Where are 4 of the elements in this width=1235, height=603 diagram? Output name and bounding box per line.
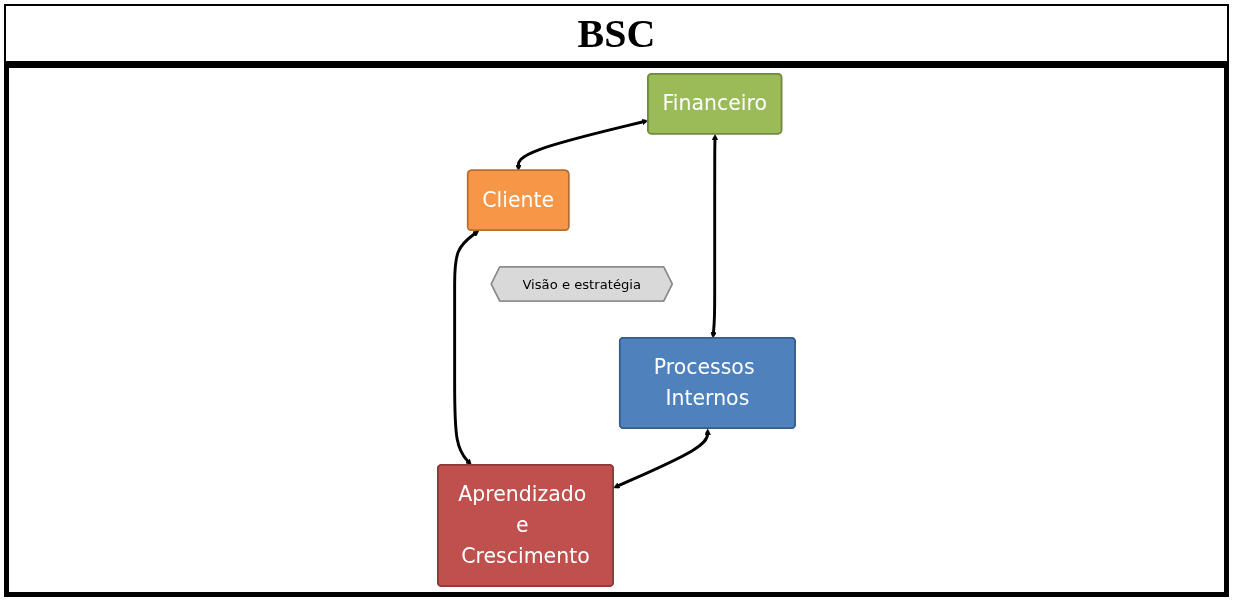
- arrow: [710, 134, 719, 339]
- title: BSC: [4, 4, 1229, 63]
- arrow: [613, 428, 711, 489]
- arrow: [453, 230, 480, 466]
